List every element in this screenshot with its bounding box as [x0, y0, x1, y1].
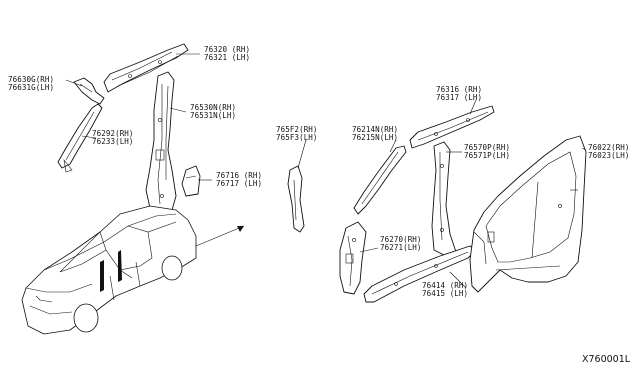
label-76570p-rh: 76570P(RH) [464, 143, 511, 152]
label-76414-lh: 76415 (LH) [422, 289, 469, 298]
label-76414-rh: 76414 (RH) [422, 281, 469, 290]
label-76316-lh: 76317 (LH) [436, 93, 483, 102]
label-76320-lh: 76321 (LH) [204, 53, 251, 62]
label-76292-rh: 76292(RH) [92, 129, 134, 138]
label-76316-rh: 76316 (RH) [436, 85, 483, 94]
label-76530n: 76530N(RH) 76531N(LH) [190, 104, 236, 120]
label-76716-lh: 76717 (LH) [216, 179, 263, 188]
front-pillar-upper-part[interactable] [353, 145, 407, 215]
label-76214n: 76214N(RH) 76215N(LH) [352, 126, 398, 142]
direction-arrow [195, 225, 245, 247]
label-76316: 76316 (RH) 76317 (LH) [436, 86, 482, 102]
label-76320-rh: 76320 (RH) [204, 45, 251, 54]
label-76716-rh: 76716 (RH) [216, 171, 263, 180]
roof-rail-outer-part[interactable] [409, 105, 495, 149]
reinforcement-plate-part[interactable] [181, 165, 201, 197]
label-76292-lh: 76233(LH) [92, 137, 134, 146]
label-765f2-lh: 765F3(LH) [276, 133, 318, 142]
label-76570p-lh: 76571P(LH) [464, 151, 511, 160]
label-765f2: 765F2(RH) 765F3(LH) [276, 126, 318, 142]
roof-rail-part[interactable] [103, 43, 189, 93]
pillar-filler-part[interactable] [287, 165, 305, 233]
label-76716: 76716 (RH) 76717 (LH) [216, 172, 262, 188]
label-76270-lh: 76271(LH) [380, 243, 422, 252]
label-76630g-rh: 76630G(RH) [8, 75, 55, 84]
center-pillar-part[interactable] [145, 71, 177, 215]
front-pillar-bracket-part[interactable] [73, 77, 105, 105]
label-76630g: 76630G(RH) 76631G(LH) [8, 76, 54, 92]
label-76270: 76270(RH) 76271(LH) [380, 236, 422, 252]
label-76414: 76414 (RH) 76415 (LH) [422, 282, 468, 298]
label-76214n-rh: 76214N(RH) [352, 125, 399, 134]
car-body-illustration [21, 205, 197, 335]
label-76270-rh: 76270(RH) [380, 235, 422, 244]
label-76570p: 76570P(RH) 76571P(LH) [464, 144, 510, 160]
a-pillar-lower-part[interactable] [339, 221, 367, 295]
label-76292: 76292(RH) 76233(LH) [92, 130, 134, 146]
a-pillar-inner-part[interactable] [57, 103, 103, 173]
label-76022-lh: 76023(LH) [588, 151, 630, 160]
label-76022: 76022(RH) 76023(LH) [588, 144, 630, 160]
body-side-outer-part[interactable] [469, 135, 587, 293]
label-765f2-rh: 765F2(RH) [276, 125, 318, 134]
label-76214n-lh: 76215N(LH) [352, 133, 399, 142]
diagram-code: X760001L [582, 354, 631, 365]
label-76022-rh: 76022(RH) [588, 143, 630, 152]
center-pillar-outer-part[interactable] [431, 141, 457, 257]
label-76630g-lh: 76631G(LH) [8, 83, 55, 92]
label-76530n-rh: 76530N(RH) [190, 103, 237, 112]
label-76320: 76320 (RH) 76321 (LH) [204, 46, 250, 62]
label-76530n-lh: 76531N(LH) [190, 111, 237, 120]
